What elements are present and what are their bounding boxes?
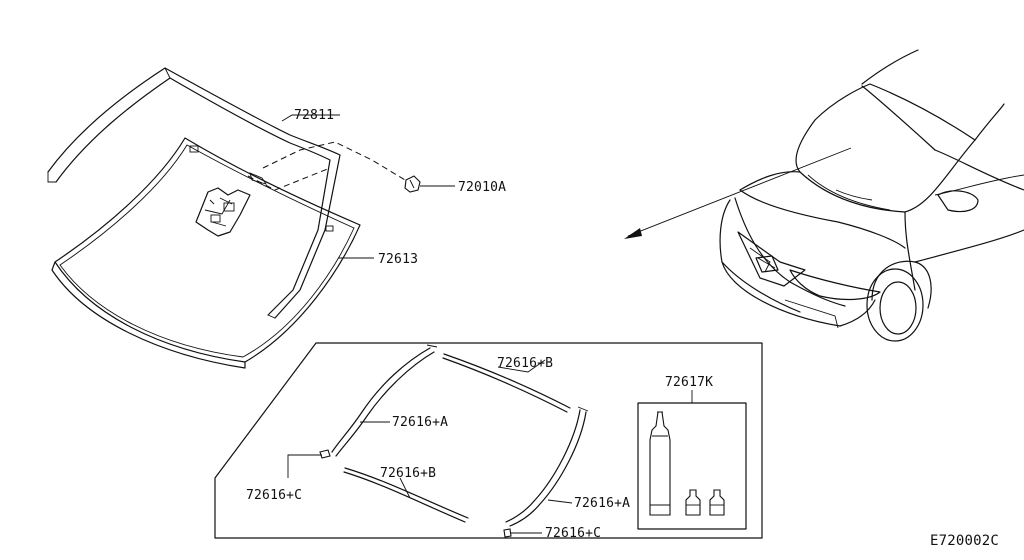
- vehicle-illustration: [624, 49, 1024, 342]
- leader-72616-c-left: [287, 454, 322, 478]
- leader-72616-a-outer: [547, 499, 573, 504]
- label-72616-b-upper: 72616+B: [497, 356, 554, 371]
- dam-a-outer: [505, 406, 589, 527]
- label-72811: 72811: [294, 108, 335, 123]
- label-72617K: 72617K: [665, 375, 714, 390]
- dam-a-inner: [331, 344, 438, 457]
- label-72616-a-outer: 72616+A: [574, 496, 631, 511]
- clip-leaders: [247, 141, 406, 191]
- dam-c-left: [319, 449, 331, 459]
- label-72616-a-inner: 72616+A: [392, 415, 449, 430]
- leader-72616-b-upper: [497, 359, 546, 373]
- clip-part: [404, 175, 421, 193]
- label-72616-c-bottom: 72616+C: [545, 526, 602, 541]
- leader-72616-b-lower: [399, 477, 411, 499]
- mirror-bracket: [195, 187, 251, 237]
- kit-box: [214, 342, 763, 539]
- label-72613: 72613: [378, 252, 419, 267]
- windshield-glass: [51, 137, 361, 369]
- label-72616-b-lower: 72616+B: [380, 466, 437, 481]
- leader-72811: [281, 114, 340, 122]
- diagram-code: E720002C: [930, 533, 1000, 549]
- dam-b-upper: [442, 353, 571, 413]
- label-72010A: 72010A: [458, 180, 507, 195]
- adhesive-kit-box: [637, 390, 747, 530]
- dam-c-bottom: [503, 528, 512, 538]
- windshield-moulding: [47, 67, 341, 319]
- dam-b-lower: [343, 467, 469, 523]
- label-72616-c-left: 72616+C: [246, 488, 303, 503]
